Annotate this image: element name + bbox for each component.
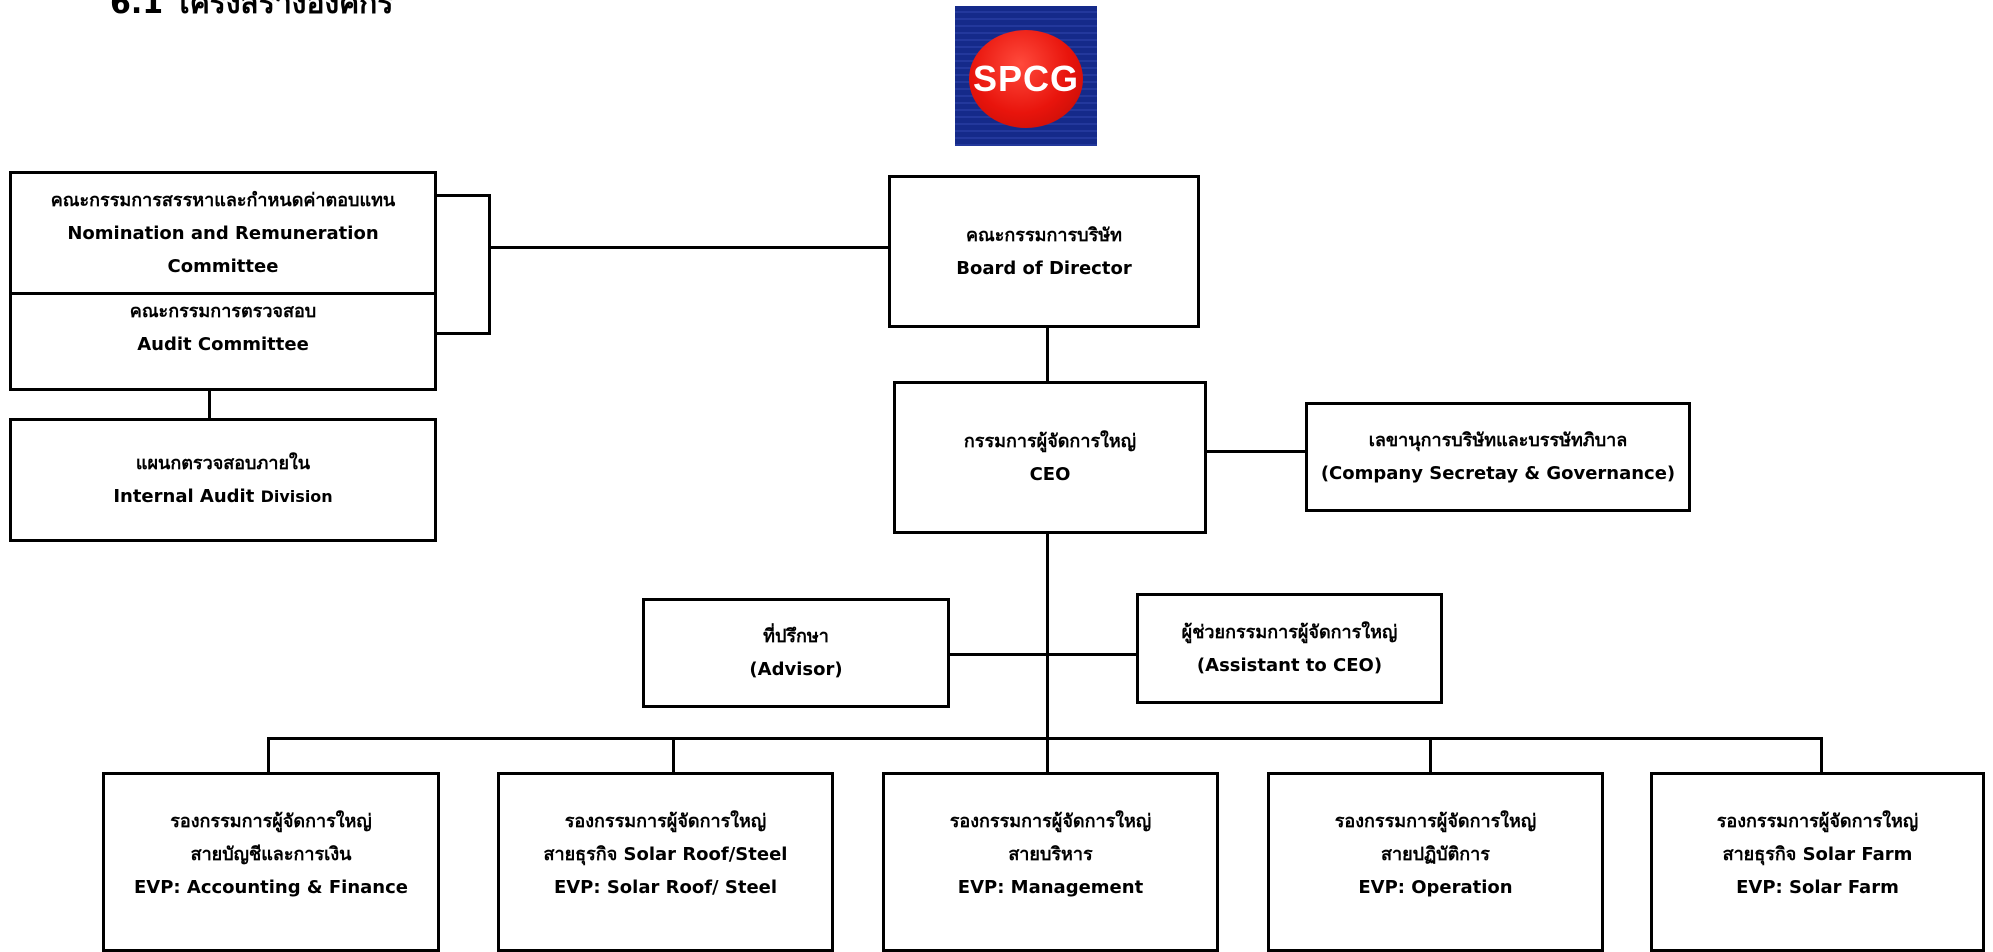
page-title: 6.1 โครงสร้างองค์กร bbox=[110, 0, 394, 21]
evp-operation-box: รองกรรมการผู้จัดการใหญ่ สายปฏิบัติการ EV… bbox=[1267, 772, 1604, 952]
connector-ceo-trunk bbox=[1046, 532, 1049, 740]
evp-title-en: EVP: Solar Roof/ Steel bbox=[553, 877, 778, 898]
evp-title-en: EVP: Management bbox=[957, 877, 1144, 898]
evp-solar-roof-steel-box: รองกรรมการผู้จัดการใหญ่ สายธุรกิจ Solar … bbox=[497, 772, 834, 952]
evp-division-th: สายธุรกิจ Solar Farm bbox=[1722, 844, 1913, 865]
evp-title-en: EVP: Operation bbox=[1358, 877, 1513, 898]
evp-title-en: EVP: Accounting & Finance bbox=[134, 877, 408, 898]
advisor-en: (Advisor) bbox=[749, 659, 843, 680]
audit-committee-en: Audit Committee bbox=[137, 334, 309, 355]
connector-evp-4 bbox=[1429, 737, 1432, 774]
connector-nomination-horizontal bbox=[436, 194, 491, 197]
evp-title-th: รองกรรมการผู้จัดการใหญ่ bbox=[564, 811, 767, 832]
board-en: Board of Director bbox=[956, 257, 1132, 279]
evp-division-th: สายปฏิบัติการ bbox=[1381, 844, 1490, 865]
internal-audit-box: แผนกตรวจสอบภายใน Internal Audit Division bbox=[9, 418, 437, 542]
nomination-committee-en-line1: Nomination and Remuneration bbox=[67, 222, 379, 244]
advisor-box: ที่ปรึกษา (Advisor) bbox=[642, 598, 950, 708]
ceo-th: กรรมการผู้จัดการใหญ่ bbox=[963, 430, 1137, 452]
evp-management-box: รองกรรมการผู้จัดการใหญ่ สายบริหาร EVP: M… bbox=[882, 772, 1219, 952]
connector-board-to-ceo bbox=[1046, 326, 1049, 383]
evp-title-th: รองกรรมการผู้จัดการใหญ่ bbox=[949, 811, 1152, 832]
evp-division-th: สายธุรกิจ Solar Roof/Steel bbox=[543, 844, 788, 865]
connector-audit-horizontal bbox=[436, 332, 491, 335]
connector-evp-5 bbox=[1820, 737, 1823, 774]
connector-evp-2 bbox=[672, 737, 675, 774]
ceo-box: กรรมการผู้จัดการใหญ่ CEO bbox=[893, 381, 1207, 534]
audit-committee-box: คณะกรรมการตรวจสอบ Audit Committee bbox=[9, 292, 437, 391]
secretary-en: (Company Secretay & Governance) bbox=[1320, 463, 1676, 484]
assistant-th: ผู้ช่วยกรรมการผู้จัดการใหญ่ bbox=[1181, 621, 1398, 643]
connector-advisor bbox=[948, 653, 1138, 656]
assistant-en: (Assistant to CEO) bbox=[1196, 654, 1383, 676]
connector-committees-vertical bbox=[488, 194, 491, 335]
board-th: คณะกรรมการบริษัท bbox=[965, 224, 1122, 246]
assistant-ceo-box: ผู้ช่วยกรรมการผู้จัดการใหญ่ (Assistant t… bbox=[1136, 593, 1443, 704]
secretary-th: เลขานุการบริษัทและบรรษัทภิบาล bbox=[1368, 430, 1628, 451]
logo-disc: SPCG bbox=[969, 30, 1083, 128]
company-secretary-box: เลขานุการบริษัทและบรรษัทภิบาล (Company S… bbox=[1305, 402, 1691, 512]
nomination-committee-en-line2: Committee bbox=[167, 255, 279, 277]
board-of-director-box: คณะกรรมการบริษัท Board of Director bbox=[888, 175, 1200, 328]
advisor-th: ที่ปรึกษา bbox=[763, 626, 829, 647]
evp-title-th: รองกรรมการผู้จัดการใหญ่ bbox=[1716, 811, 1919, 832]
connector-committees-to-board bbox=[488, 246, 890, 249]
spcg-logo: SPCG bbox=[955, 6, 1097, 146]
nomination-committee-box: คณะกรรมการสรรหาและกำหนดค่าตอบแทน Nominat… bbox=[9, 171, 437, 295]
nomination-committee-th: คณะกรรมการสรรหาและกำหนดค่าตอบแทน bbox=[50, 189, 396, 211]
connector-evp-bus bbox=[267, 737, 1823, 740]
evp-title-th: รองกรรมการผู้จัดการใหญ่ bbox=[170, 811, 372, 832]
evp-solar-farm-box: รองกรรมการผู้จัดการใหญ่ สายธุรกิจ Solar … bbox=[1650, 772, 1985, 952]
evp-title-th: รองกรรมการผู้จัดการใหญ่ bbox=[1334, 811, 1537, 832]
evp-title-en: EVP: Solar Farm bbox=[1736, 877, 1899, 898]
evp-division-th: สายบัญชีและการเงิน bbox=[190, 844, 352, 865]
connector-ceo-to-secretary bbox=[1205, 450, 1307, 453]
evp-division-th: สายบริหาร bbox=[1008, 844, 1093, 865]
connector-evp-3 bbox=[1046, 737, 1049, 774]
connector-audit-to-internal bbox=[208, 389, 211, 419]
ceo-en: CEO bbox=[1029, 463, 1071, 485]
audit-committee-th: คณะกรรมการตรวจสอบ bbox=[129, 301, 317, 322]
internal-audit-en: Internal Audit Division bbox=[113, 486, 333, 507]
connector-evp-1 bbox=[267, 737, 270, 774]
logo-text: SPCG bbox=[972, 58, 1080, 99]
evp-accounting-finance-box: รองกรรมการผู้จัดการใหญ่ สายบัญชีและการเง… bbox=[102, 772, 440, 952]
internal-audit-th: แผนกตรวจสอบภายใน bbox=[135, 453, 311, 474]
